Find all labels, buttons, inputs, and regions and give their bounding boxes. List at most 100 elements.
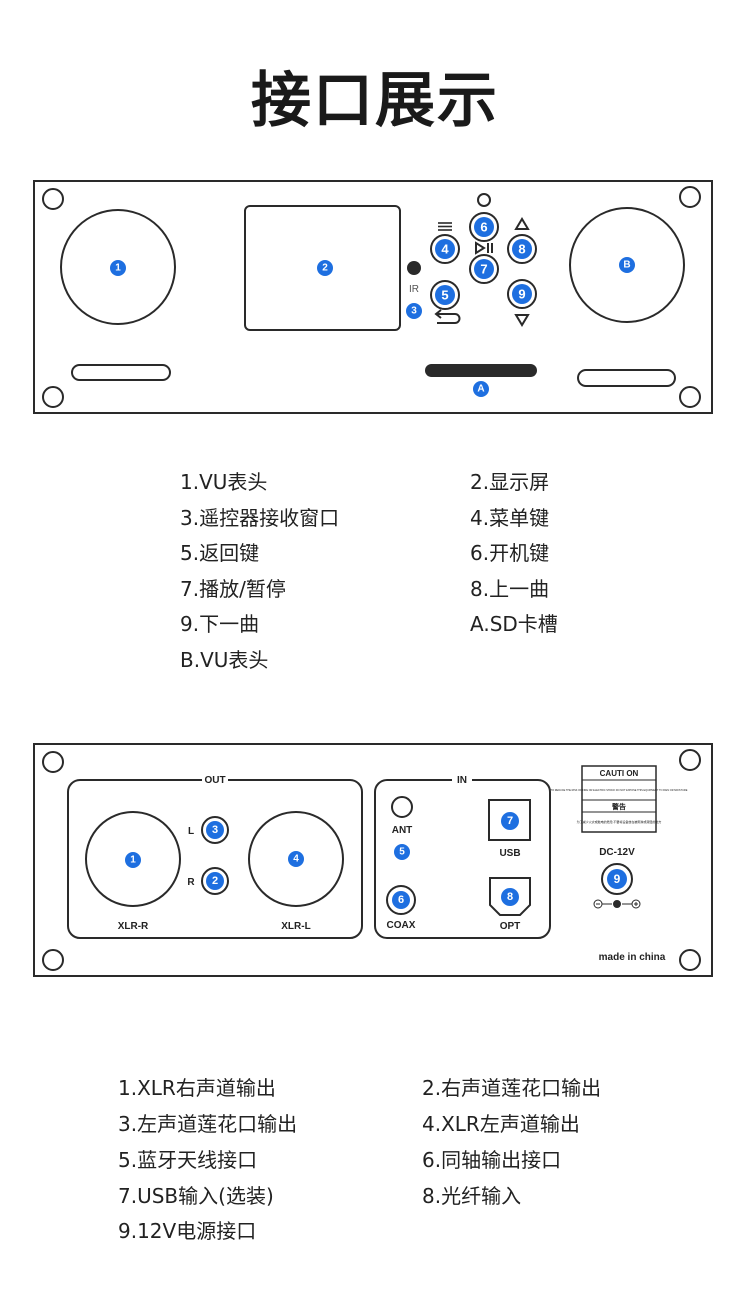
badge-6: 6 xyxy=(480,220,487,235)
caution-title: CAUTI ON xyxy=(600,769,639,778)
badge-2: 2 xyxy=(322,263,328,274)
rca-right-jack xyxy=(201,867,229,895)
legend-item: 6.开机键 xyxy=(470,541,550,565)
vu-meter-left xyxy=(60,209,176,325)
return-arrow-icon xyxy=(434,309,461,324)
legend-item: 2.显示屏 xyxy=(470,470,550,494)
coax-label: COAX xyxy=(387,920,416,931)
legend-item: 9.下一曲 xyxy=(180,612,260,636)
badge-8: 8 xyxy=(507,891,513,903)
legend-item: 2.右声道莲花口输出 xyxy=(422,1076,602,1100)
play-icon xyxy=(475,241,486,255)
slot-right xyxy=(577,369,676,387)
back-panel-outline xyxy=(33,743,713,977)
legend-item: 4.XLR左声道输出 xyxy=(422,1112,580,1136)
badge-1: 1 xyxy=(130,855,136,866)
legend-item: 1.VU表头 xyxy=(180,470,268,494)
in-label: IN xyxy=(457,775,467,786)
legend-item: 9.12V电源接口 xyxy=(118,1219,257,1243)
usb-label: USB xyxy=(499,848,520,859)
play-pause-button xyxy=(469,254,499,284)
coax-port xyxy=(386,885,416,915)
page-title: 接口展示 xyxy=(251,66,499,136)
caution-text: TO REDUCE THE RISK OF FIRE OR ELECTRIC S… xyxy=(551,789,688,792)
legend-item: 6.同轴输出接口 xyxy=(422,1148,562,1172)
badge-3: 3 xyxy=(411,306,417,317)
back-panel-diagram: OUT IN L R XLR-R XLR-L ANT USB COAX OPT … xyxy=(33,743,713,977)
badge-6: 6 xyxy=(398,894,404,906)
badge-5: 5 xyxy=(399,847,405,858)
badge-3: 3 xyxy=(212,824,218,836)
vu-meter-right xyxy=(569,207,685,323)
screw-hole xyxy=(42,386,64,408)
opt-label: OPT xyxy=(500,921,521,932)
display-screen xyxy=(244,205,401,331)
badge-7: 7 xyxy=(480,262,487,277)
xlr-left-jack xyxy=(248,811,344,907)
screw-hole xyxy=(42,751,64,773)
polarity-icon xyxy=(593,899,641,909)
badge-7: 7 xyxy=(507,815,513,827)
legend-item: 8.光纤输入 xyxy=(422,1184,522,1208)
badge-2: 2 xyxy=(212,875,218,887)
badge-4: 4 xyxy=(293,854,299,865)
optical-port xyxy=(489,877,531,916)
menu-button xyxy=(430,234,460,264)
badge-b: B xyxy=(623,260,630,271)
badge-1: 1 xyxy=(115,263,121,274)
dc-jack xyxy=(601,863,633,895)
antenna-port xyxy=(391,796,413,818)
legend-item: B.VU表头 xyxy=(180,648,269,672)
front-panel-outline xyxy=(33,180,713,414)
legend-item: 5.蓝牙天线接口 xyxy=(118,1148,258,1172)
power-indicator-icon xyxy=(477,193,491,207)
legend-item: A.SD卡槽 xyxy=(470,612,558,636)
r-label: R xyxy=(187,877,195,888)
screw-hole xyxy=(679,949,701,971)
back-button xyxy=(430,280,460,310)
up-triangle-icon xyxy=(514,217,530,230)
out-section xyxy=(67,779,363,939)
xlr-r-label: XLR-R xyxy=(118,921,149,932)
ir-label: IR xyxy=(409,284,419,295)
caution-label xyxy=(581,765,657,833)
screw-hole xyxy=(679,386,701,408)
screw-hole xyxy=(42,188,64,210)
legend-item: 7.USB输入(选装) xyxy=(118,1184,274,1208)
power-button xyxy=(469,212,499,242)
next-button xyxy=(507,279,537,309)
badge-9: 9 xyxy=(518,287,525,302)
front-panel-diagram: IR 1 2 3 4 5 6 7 8 9 A B xyxy=(33,180,713,414)
legend-item: 5.返回键 xyxy=(180,541,260,565)
screw-hole xyxy=(42,949,64,971)
warning-title: 警告 xyxy=(612,802,626,811)
menu-icon xyxy=(438,222,452,231)
legend-item: 1.XLR右声道输出 xyxy=(118,1076,276,1100)
dc-label: DC-12V xyxy=(599,847,635,858)
sd-card-slot xyxy=(425,364,537,377)
badge-4: 4 xyxy=(441,242,449,257)
badge-8: 8 xyxy=(518,242,525,257)
prev-button xyxy=(507,234,537,264)
legend-item: 8.上一曲 xyxy=(470,577,550,601)
xlr-right-jack xyxy=(85,811,181,907)
legend-item: 7.播放/暂停 xyxy=(180,577,286,601)
made-in-label: made in china xyxy=(599,952,666,963)
legend-item: 4.菜单键 xyxy=(470,506,550,530)
xlr-l-label: XLR-L xyxy=(281,921,310,932)
l-label: L xyxy=(188,826,194,837)
screw-hole xyxy=(679,186,701,208)
badge-a: A xyxy=(477,384,484,395)
ir-receiver xyxy=(407,261,421,275)
legend-item: 3.左声道莲花口输出 xyxy=(118,1112,298,1136)
screw-hole xyxy=(679,749,701,771)
out-label: OUT xyxy=(204,775,225,786)
usb-port xyxy=(488,799,531,841)
slot-left xyxy=(71,364,171,381)
down-triangle-icon xyxy=(514,314,530,327)
badge-5: 5 xyxy=(441,288,448,303)
legend-item: 3.遥控器接收窗口 xyxy=(180,506,340,530)
rca-left-jack xyxy=(201,816,229,844)
badge-9: 9 xyxy=(614,872,621,886)
